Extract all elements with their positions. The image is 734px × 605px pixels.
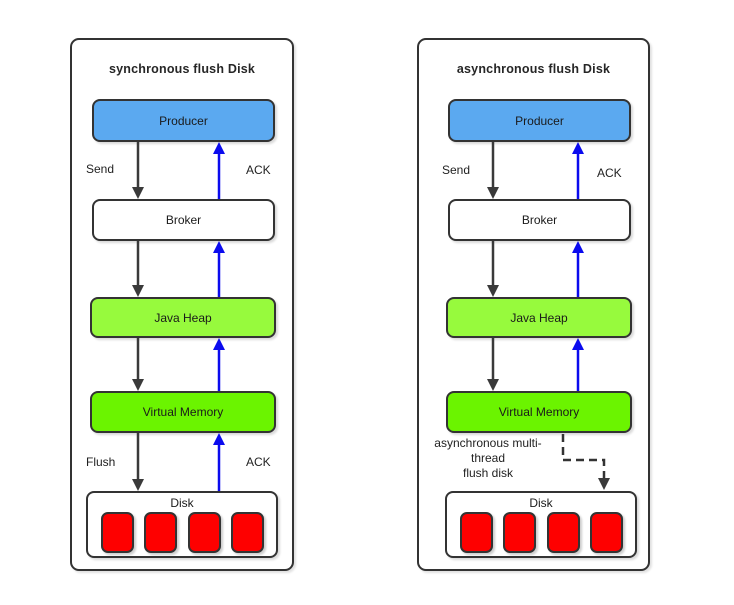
async-send-label: Send: [442, 163, 471, 177]
disk-block: [144, 512, 178, 553]
disk-block: [101, 512, 134, 553]
disk-block: [589, 512, 623, 553]
sync-java-heap-node: Java Heap: [90, 297, 276, 338]
async-producer-node: Producer: [448, 99, 631, 142]
async-java-heap-node: Java Heap: [446, 297, 632, 338]
disk-block: [460, 512, 493, 553]
sync-virtual-memory-node: Virtual Memory: [90, 391, 276, 433]
async-virtual-memory-node: Virtual Memory: [446, 391, 632, 433]
sync-disk-blocks: [88, 511, 276, 553]
sync-ack-bottom-label: ACK: [246, 455, 271, 469]
sync-send-label: Send: [86, 162, 115, 176]
sync-disk-node: Disk: [86, 491, 278, 558]
async-disk-blocks: [447, 511, 635, 553]
disk-block: [546, 512, 580, 553]
sync-producer-node: Producer: [92, 99, 275, 142]
async-panel-title: asynchronous flush Disk: [456, 62, 611, 76]
sync-flush-label: Flush: [86, 455, 116, 469]
disk-block: [503, 512, 537, 553]
async-broker-node: Broker: [448, 199, 631, 241]
sync-broker-node: Broker: [92, 199, 275, 241]
async-multi-thread-flush-note: asynchronous multi- thread flush disk: [434, 436, 542, 480]
async-disk-label: Disk: [529, 496, 553, 510]
disk-block: [187, 512, 221, 553]
async-ack-top-label: ACK: [597, 166, 622, 180]
sync-disk-label: Disk: [170, 496, 194, 510]
async-disk-node: Disk: [445, 491, 637, 558]
disk-block: [230, 512, 264, 553]
sync-ack-top-label: ACK: [246, 163, 271, 177]
sync-panel-title: synchronous flush Disk: [108, 62, 256, 76]
